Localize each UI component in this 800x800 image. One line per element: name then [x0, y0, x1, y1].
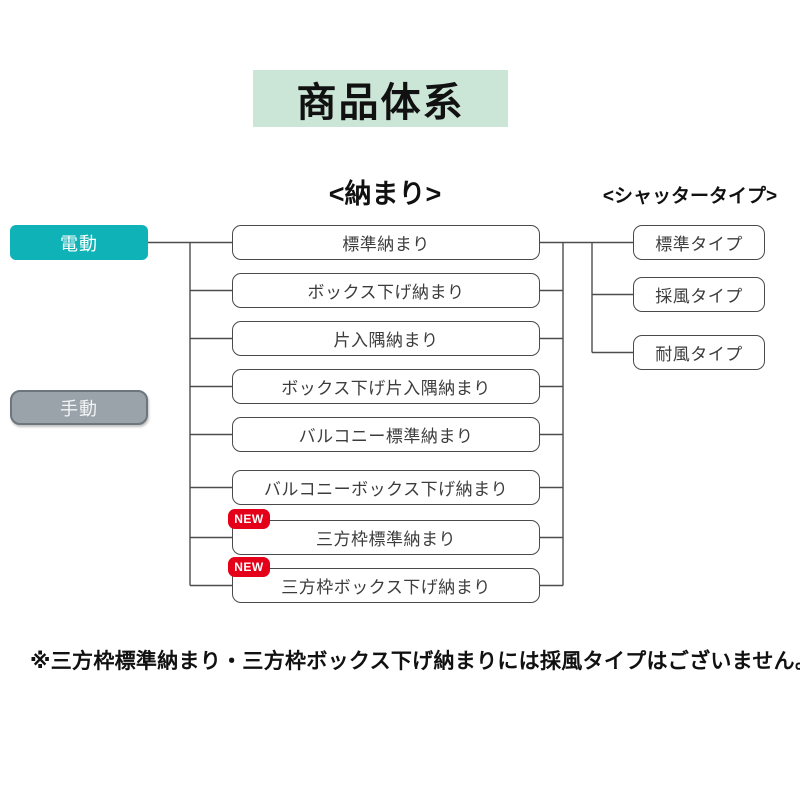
footnote: ※三方枠標準納まり・三方枠ボックス下げ納まりには採風タイプはございません。 — [30, 650, 800, 673]
page-title: 商品体系 — [253, 70, 508, 127]
new-badge: NEW — [228, 509, 270, 529]
nakamari-box-balcony-standard: バルコニー標準納まり — [232, 417, 540, 452]
nakamari-box-box-lowered-corner: ボックス下げ片入隅納まり — [232, 369, 540, 404]
shutter-type-box-wind-resistant: 耐風タイプ — [633, 335, 765, 370]
nakamari-box-label: 三方枠ボックス下げ納まり — [281, 578, 491, 597]
column-header-nakamari: <納まり> — [328, 179, 442, 209]
nakamari-box-standard: 標準納まり — [232, 225, 540, 260]
nakamari-box-box-lowered: ボックス下げ納まり — [232, 273, 540, 308]
electric-drive-label: 電動 — [10, 225, 148, 260]
nakamari-box-label: 三方枠標準納まり — [316, 530, 456, 549]
shutter-type-box-standard: 標準タイプ — [633, 225, 765, 260]
nakamari-box-threeway-box-lowered: NEW 三方枠ボックス下げ納まり — [228, 557, 540, 603]
column-header-shutter-type: <シャッタータイプ> — [602, 186, 778, 207]
nakamari-box-threeway-standard: NEW 三方枠標準納まり — [228, 509, 540, 555]
manual-drive-label: 手動 — [10, 390, 148, 425]
new-badge: NEW — [228, 557, 270, 577]
nakamari-box-balcony-box-lowered: バルコニーボックス下げ納まり — [232, 470, 540, 505]
shutter-type-box-ventilation: 採風タイプ — [633, 277, 765, 312]
nakamari-box-corner: 片入隅納まり — [232, 321, 540, 356]
